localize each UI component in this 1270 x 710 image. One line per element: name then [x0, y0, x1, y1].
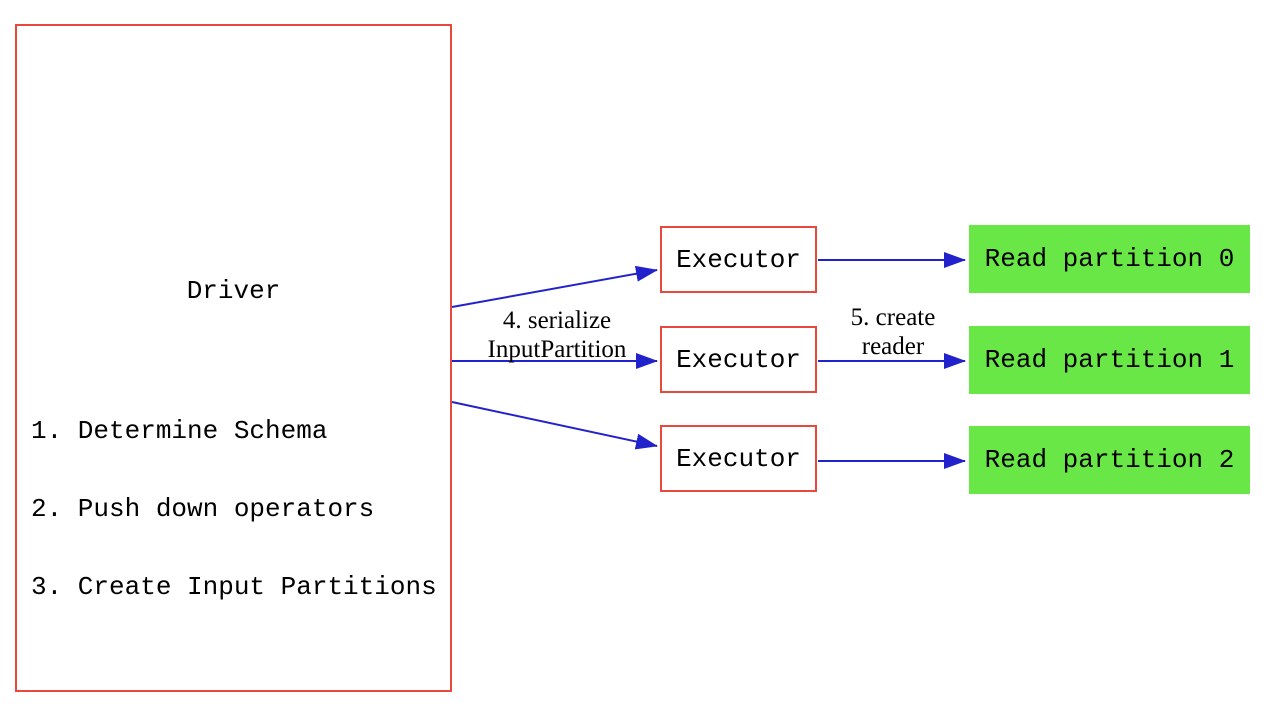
driver-title: Driver	[186, 276, 281, 306]
driver-step-2: 2. Push down operators	[31, 494, 375, 524]
executor-label-2: Executor	[676, 344, 801, 375]
edge-label-create-reader: 5. create reader	[818, 303, 968, 361]
executor-label-1: Executor	[676, 244, 801, 275]
read-partition-box-2: Read partition 2	[969, 426, 1250, 494]
edge-label-serialize-line1: 4. serialize	[502, 307, 612, 334]
read-partition-label-0: Read partition 0	[984, 244, 1235, 274]
driver-step-3: 3. Create Input Partitions	[31, 572, 437, 602]
executor-label-3: Executor	[676, 443, 801, 474]
executor-box-1: Executor	[660, 226, 817, 293]
read-partition-label-1: Read partition 1	[984, 345, 1235, 375]
executor-box-3: Executor	[660, 425, 817, 492]
executor-box-2: Executor	[660, 326, 817, 393]
edge-label-serialize-line2: InputPartition	[487, 336, 627, 363]
edge-label-reader-line2: reader	[861, 333, 925, 360]
read-partition-box-1: Read partition 1	[969, 326, 1250, 394]
read-partition-label-2: Read partition 2	[984, 445, 1235, 475]
arrow-driver-to-executor-3	[451, 401, 658, 450]
edge-label-serialize-inputpartition: 4. serialize InputPartition	[452, 306, 662, 364]
arrow-driver-to-executor-1	[451, 265, 658, 308]
driver-step-1: 1. Determine Schema	[31, 416, 328, 446]
read-partition-box-0: Read partition 0	[969, 225, 1250, 293]
driver-steps: 1. Determine Schema 2. Push down operato…	[31, 366, 437, 652]
edge-label-reader-line1: 5. create	[850, 304, 936, 331]
driver-box	[15, 24, 452, 692]
